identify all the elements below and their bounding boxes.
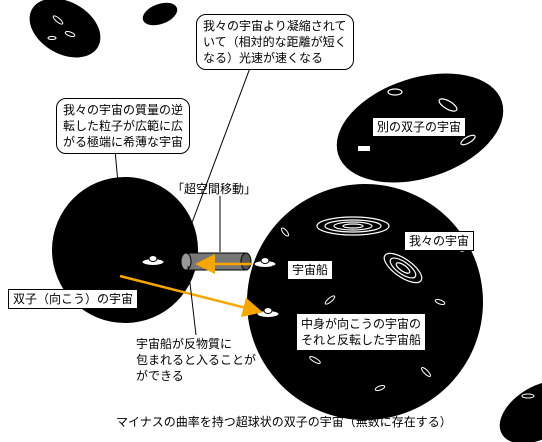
connector-spaceship bbox=[271, 265, 288, 269]
connector-top-callout bbox=[189, 67, 251, 229]
hyperspace-tube bbox=[180, 252, 252, 271]
label-another-twin-universe: 別の双子の宇宙 bbox=[372, 117, 467, 137]
connector-antimatter bbox=[187, 265, 197, 336]
label-our-universe: 我々の宇宙 bbox=[404, 231, 475, 251]
partial-universe-bottom-right bbox=[499, 380, 542, 442]
label-spaceship: 宇宙船 bbox=[287, 260, 334, 280]
small-universe-top-center bbox=[142, 2, 178, 26]
our-universe-sphere bbox=[247, 184, 483, 420]
callout-reversed-mass-universe: 我々の宇宙の質量の逆 転した粒子が広範に広 がる極端に希薄な宇宙 bbox=[56, 98, 191, 154]
note-antimatter-entry: 宇宙船が反物質に 包まれると入ることが ができる bbox=[136, 337, 257, 383]
spaceship-in-our-universe bbox=[253, 257, 277, 268]
connector-reversed bbox=[275, 317, 297, 321]
label-hyperspace-travel: 「超空間移動」 bbox=[172, 182, 257, 196]
label-reversed-spaceship: 中身が向こうの宇宙の それと反転した宇宙船 bbox=[296, 313, 427, 351]
spaceship-in-twin-universe bbox=[141, 255, 165, 266]
callout-condensed-universe: 我々の宇宙より凝縮されて いて（相対的な距離が短く なる）光速が速くなる bbox=[196, 14, 354, 70]
diagram-caption: マイナスの曲率を持つ超球状の双子の宇宙（無数に存在する） bbox=[116, 415, 452, 429]
label-twin-universe: 双子（向こう）の宇宙 bbox=[8, 289, 139, 309]
twin-to-ship-arrow bbox=[119, 274, 263, 318]
connector-left-callout bbox=[114, 149, 121, 206]
small-universe-top-left bbox=[29, 0, 101, 58]
